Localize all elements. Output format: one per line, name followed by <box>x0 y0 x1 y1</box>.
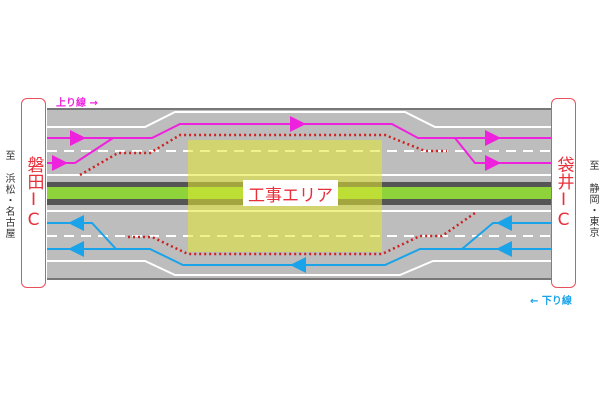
right-interchange: 袋井IC <box>551 98 576 288</box>
left-interchange: 磐田IC <box>21 98 46 288</box>
right-destination: 至 静岡・東京 <box>587 160 598 238</box>
down-arrow-icon <box>290 257 306 273</box>
upper-edge-line <box>47 111 552 128</box>
up-arrow-icon <box>52 155 68 171</box>
upper-closure-line <box>79 133 447 177</box>
up-arrow-icon <box>485 130 501 146</box>
lower-closure-line <box>128 211 476 256</box>
down-arrow-icon <box>496 215 512 231</box>
down-arrow-icon <box>68 215 84 231</box>
down-line-label: ← 下り線 <box>530 296 572 307</box>
up-route-diverge <box>454 137 552 164</box>
road-edge-bottom <box>47 278 552 280</box>
up-line-label: 上り線 → <box>56 98 98 109</box>
work-area-label: 工事エリア <box>243 180 338 206</box>
down-arrow-icon <box>496 241 512 257</box>
up-arrow-icon <box>70 130 86 146</box>
road-edge-top <box>47 108 552 110</box>
left-destination: 至 浜松・名古屋 <box>3 150 14 239</box>
down-route-main <box>47 248 552 266</box>
up-arrow-icon <box>290 116 306 132</box>
lower-edge-line <box>47 260 552 276</box>
up-arrow-icon <box>485 155 501 171</box>
up-route-main <box>47 123 552 139</box>
down-route-right <box>461 222 552 250</box>
down-arrow-icon <box>68 241 84 257</box>
down-route-upper <box>47 222 117 250</box>
